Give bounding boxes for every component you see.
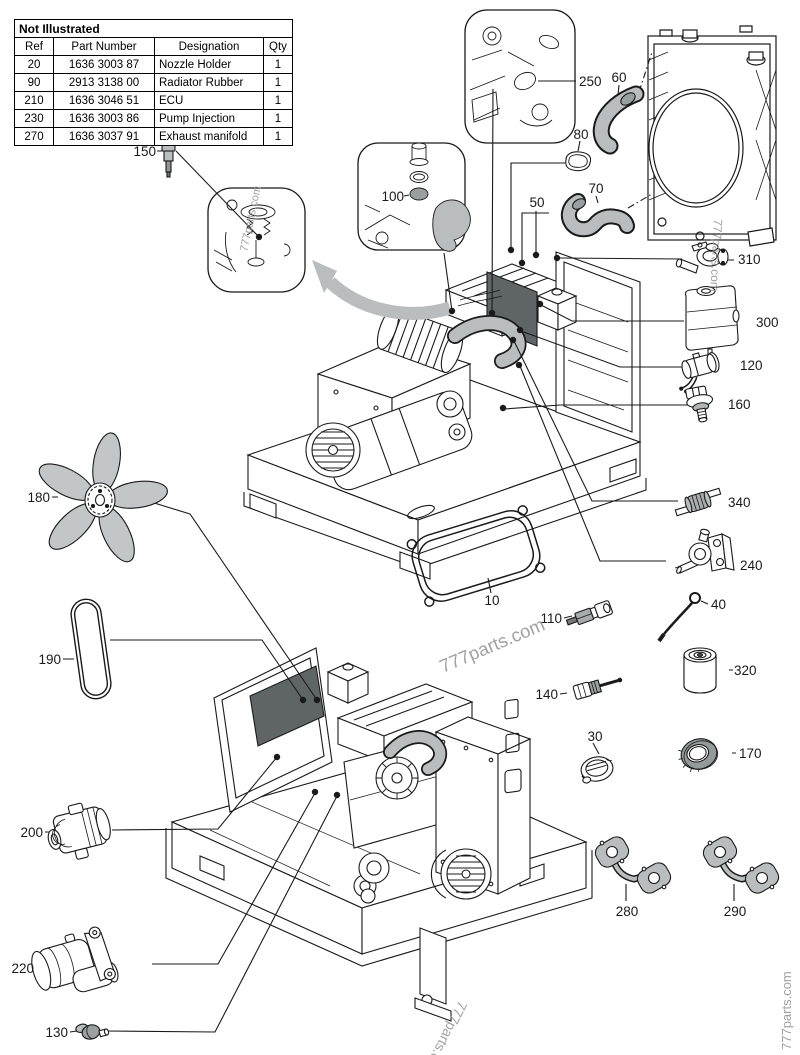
cell-qty: 1 — [263, 73, 293, 92]
col-header-part-number: Part Number — [53, 37, 155, 56]
cell-part-number: 1636 3003 87 — [53, 55, 155, 74]
table-row: 90 2913 3138 00 Radiator Rubber 1 — [14, 73, 293, 92]
part-160-sensor-plug — [685, 385, 714, 423]
cell-part-number: 1636 3046 51 — [53, 91, 155, 110]
callout-label-280: 280 — [616, 904, 639, 919]
callout-label-130: 130 — [45, 1025, 68, 1040]
callout-label-220: 220 — [11, 961, 34, 976]
cell-qty: 1 — [263, 109, 293, 128]
callout-label-320: 320 — [734, 663, 757, 678]
callout-label-240: 240 — [740, 558, 763, 573]
callout-label-80: 80 — [573, 127, 588, 142]
part-320-oil-filter — [683, 647, 717, 694]
callout-label-200: 200 — [20, 825, 43, 840]
cell-designation: Exhaust manifold — [154, 127, 264, 146]
callout-label-10: 10 — [484, 593, 499, 608]
part-70-hose — [560, 193, 635, 238]
callout-label-60: 60 — [611, 70, 626, 85]
inset-oil-filler — [357, 142, 471, 252]
watermark-bottom-right: 777parts.com — [779, 971, 794, 1050]
lower-generator-view — [165, 647, 593, 1022]
cell-ref: 270 — [14, 127, 54, 146]
leader-dots — [255, 233, 561, 799]
part-190-belt — [70, 598, 112, 700]
callout-label-100: 100 — [381, 189, 404, 204]
table-row: 270 1636 3037 91 Exhaust manifold 1 — [14, 127, 293, 146]
part-110-temp-sensor — [565, 600, 613, 626]
table-row: 20 1636 3003 87 Nozzle Holder 1 — [14, 55, 293, 74]
part-180-fan — [38, 432, 168, 563]
callout-label-50: 50 — [529, 195, 544, 210]
cell-qty: 1 — [263, 127, 293, 146]
not-illustrated-table: Not Illustrated Ref Part Number Designat… — [14, 19, 293, 146]
cell-qty: 1 — [263, 55, 293, 74]
part-120-motor — [679, 352, 720, 394]
callout-label-310: 310 — [738, 252, 761, 267]
part-60-hose — [592, 85, 645, 155]
cell-designation: ECU — [154, 91, 264, 110]
cell-ref: 20 — [14, 55, 54, 74]
part-240-pump — [674, 528, 735, 574]
part-340-filter — [674, 487, 722, 517]
cell-designation: Pump Injection — [154, 109, 264, 128]
table-row: 230 1636 3003 86 Pump Injection 1 — [14, 109, 293, 128]
part-200-alternator — [47, 802, 111, 860]
callout-label-170: 170 — [739, 746, 762, 761]
callout-label-140: 140 — [535, 687, 558, 702]
watermark-right-top: 777parts.com — [707, 219, 725, 292]
col-header-ref: Ref — [14, 37, 54, 56]
part-310-thermostat — [675, 241, 729, 274]
part-290-gasket — [702, 836, 780, 894]
part-170-seal-ring — [678, 738, 719, 772]
part-80-gasket — [565, 151, 592, 172]
part-10-gasket — [406, 505, 546, 607]
part-130-sensor — [75, 1023, 110, 1040]
inset-engine-top — [464, 9, 576, 144]
col-header-designation: Designation — [154, 37, 264, 56]
cell-qty: 1 — [263, 91, 293, 110]
part-220-starter — [31, 926, 119, 993]
callout-label-290: 290 — [724, 904, 747, 919]
cell-part-number: 2913 3138 00 — [53, 73, 155, 92]
col-header-qty: Qty — [263, 37, 293, 56]
callout-label-150: 150 — [133, 144, 156, 159]
cell-designation: Radiator Rubber — [154, 73, 264, 92]
callout-label-180: 180 — [27, 490, 50, 505]
callout-labels: 150 100 250 60 80 70 50 310 300 120 160 … — [11, 70, 778, 1040]
callout-label-110: 110 — [540, 611, 562, 626]
callout-label-250: 250 — [579, 74, 602, 89]
callout-label-190: 190 — [38, 652, 61, 667]
upper-generator-view — [243, 251, 647, 580]
callout-label-340: 340 — [728, 495, 751, 510]
cell-part-number: 1636 3003 86 — [53, 109, 155, 128]
callout-label-160: 160 — [728, 397, 751, 412]
inset-cylinder-head — [207, 187, 306, 293]
part-140-sensor — [572, 677, 623, 700]
cell-ref: 90 — [14, 73, 54, 92]
part-30-cap — [580, 756, 614, 784]
table-title: Not Illustrated — [14, 19, 293, 38]
callout-label-40: 40 — [711, 597, 726, 612]
callout-label-70: 70 — [588, 181, 603, 196]
cell-ref: 210 — [14, 91, 54, 110]
pointer-arrow — [312, 260, 452, 320]
callout-label-300: 300 — [756, 315, 779, 330]
part-40-dipstick — [657, 592, 701, 643]
part-300-expansion-tank — [684, 285, 740, 360]
cell-designation: Nozzle Holder — [154, 55, 264, 74]
cell-part-number: 1636 3037 91 — [53, 127, 155, 146]
part-280-gasket — [594, 836, 672, 894]
leader-lines — [36, 51, 736, 1033]
cell-ref: 230 — [14, 109, 54, 128]
table-row: 210 1636 3046 51 ECU 1 — [14, 91, 293, 110]
radiator-assembly — [647, 25, 777, 247]
callout-label-120: 120 — [740, 358, 763, 373]
watermark-center: 777parts.com — [436, 614, 547, 677]
callout-label-30: 30 — [587, 729, 602, 744]
